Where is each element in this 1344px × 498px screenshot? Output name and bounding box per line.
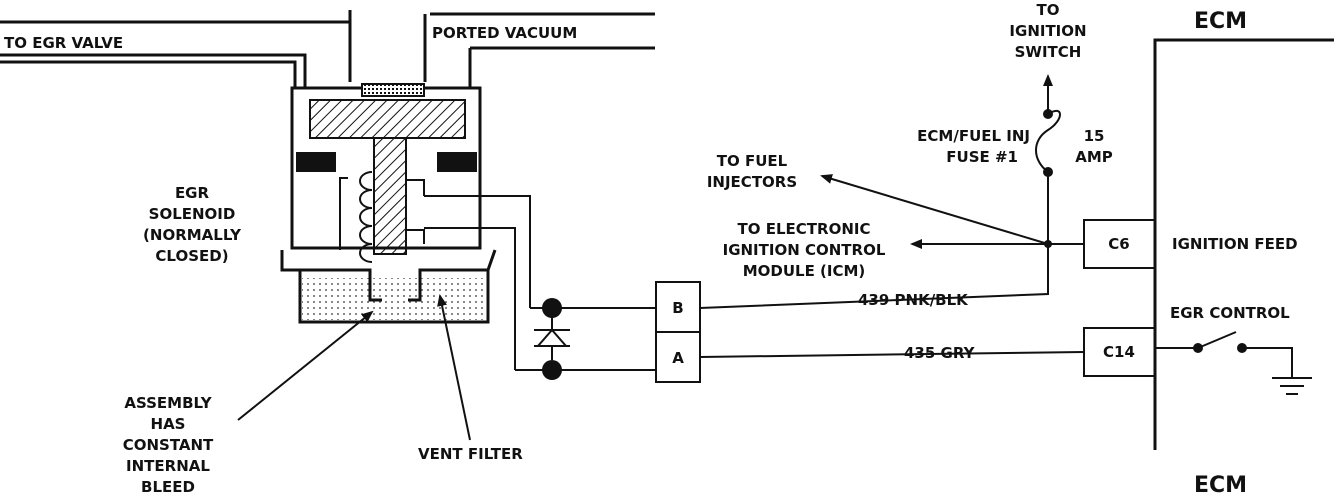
pointer-vent-filter (437, 294, 471, 441)
svg-text:INTERNAL: INTERNAL (126, 457, 210, 475)
label-egr-control: EGR CONTROL (1170, 304, 1290, 322)
egr-solenoid-body (280, 83, 497, 324)
svg-text:ECM/FUEL INJ: ECM/FUEL INJ (917, 127, 1030, 145)
solenoid-wires (424, 195, 656, 380)
svg-text:FUSE #1: FUSE #1 (946, 148, 1018, 166)
label-wire-a: 435 GRY (904, 344, 976, 362)
svg-text:MODULE (ICM): MODULE (ICM) (743, 262, 866, 280)
svg-text:EGR: EGR (175, 184, 210, 202)
connector-c6-box (1083, 219, 1156, 269)
svg-text:AMP: AMP (1075, 148, 1113, 166)
connector-b-label: B (672, 299, 683, 317)
label-ecm-bottom: ECM (1194, 473, 1247, 498)
svg-text:IGNITION: IGNITION (1009, 22, 1086, 40)
circuit-wiring (699, 74, 1085, 358)
label-ignition-feed: IGNITION FEED (1172, 235, 1298, 253)
svg-text:IGNITION CONTROL: IGNITION CONTROL (723, 241, 886, 259)
svg-text:TO: TO (1037, 1, 1060, 19)
svg-text:HAS: HAS (151, 415, 186, 433)
label-ported-vacuum: PORTED VACUUM (432, 24, 577, 42)
label-to-egr-valve: TO EGR VALVE (4, 34, 123, 52)
label-vent-filter: VENT FILTER (418, 445, 523, 463)
label-to-ignition-switch: TO IGNITION SWITCH (1009, 1, 1086, 61)
svg-text:INJECTORS: INJECTORS (707, 173, 797, 191)
svg-text:CONSTANT: CONSTANT (123, 436, 214, 454)
svg-text:SWITCH: SWITCH (1015, 43, 1082, 61)
connector-solenoid: B A (655, 281, 701, 383)
svg-text:15: 15 (1084, 127, 1105, 145)
label-egr-solenoid: EGR SOLENOID (NORMALLY CLOSED) (143, 184, 242, 265)
ecm-block: C6 C14 (1083, 38, 1334, 450)
label-wire-b: 439 PNK/BLK (858, 291, 969, 309)
svg-text:BLEED: BLEED (141, 478, 195, 496)
label-to-fuel-injectors: TO FUEL INJECTORS (707, 152, 797, 191)
svg-text:SOLENOID: SOLENOID (149, 205, 236, 223)
svg-text:(NORMALLY: (NORMALLY (143, 226, 242, 244)
connector-a-label: A (672, 349, 684, 367)
svg-text:CLOSED): CLOSED) (155, 247, 228, 265)
label-ecm-top: ECM (1194, 9, 1247, 34)
connector-c6-label: C6 (1108, 235, 1129, 253)
label-assembly-bleed: ASSEMBLY HAS CONSTANT INTERNAL BLEED (123, 394, 214, 496)
vacuum-hoses (0, 10, 655, 88)
svg-text:TO FUEL: TO FUEL (717, 152, 788, 170)
label-to-icm: TO ELECTRONIC IGNITION CONTROL MODULE (I… (723, 220, 886, 280)
svg-text:TO ELECTRONIC: TO ELECTRONIC (738, 220, 871, 238)
connector-c14-box (1083, 327, 1156, 377)
pointer-assembly (237, 310, 374, 421)
svg-text:ASSEMBLY: ASSEMBLY (124, 394, 212, 412)
label-fuse-amp: 15 AMP (1075, 127, 1113, 166)
connector-c14-label: C14 (1103, 343, 1135, 361)
label-fuse: ECM/FUEL INJ FUSE #1 (917, 127, 1030, 166)
